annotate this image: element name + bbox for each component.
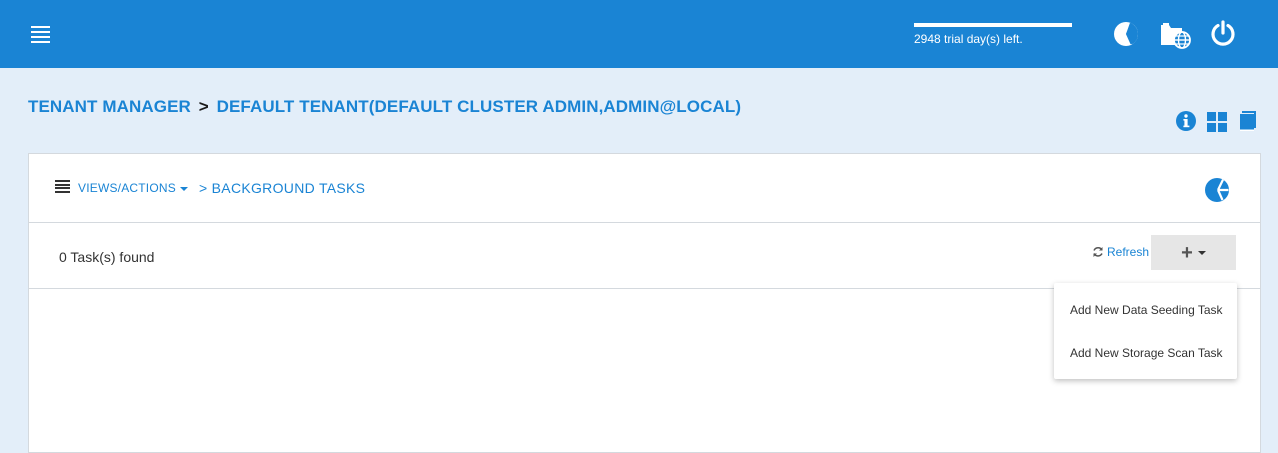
breadcrumb-current-tenant[interactable]: DEFAULT TENANT(DEFAULT CLUSTER ADMIN,ADM… (216, 97, 742, 116)
breadcrumb: TENANT MANAGER > DEFAULT TENANT(DEFAULT … (28, 97, 741, 117)
views-actions-dropdown[interactable]: VIEWS/ACTIONS (78, 181, 188, 195)
chevron-down-icon (179, 186, 188, 191)
add-task-button[interactable]: + (1151, 235, 1236, 270)
trial-days-text: 2948 trial day(s) left. (914, 32, 1023, 46)
list-icon (55, 180, 70, 193)
breadcrumb-separator: > (198, 97, 209, 116)
power-icon[interactable] (1210, 20, 1238, 48)
pie-chart-icon[interactable] (1204, 176, 1232, 204)
plus-icon: + (1181, 241, 1193, 264)
add-task-dropdown-menu: Add New Data Seeding Task Add New Storag… (1054, 283, 1237, 379)
menu-item-add-data-seeding-task[interactable]: Add New Data Seeding Task (1070, 303, 1223, 317)
menu-icon[interactable] (31, 26, 50, 43)
refresh-icon (1093, 247, 1103, 257)
views-actions-label: VIEWS/ACTIONS (78, 181, 176, 195)
chevron-down-icon (1197, 250, 1206, 255)
task-count: 0 Task(s) found (59, 249, 155, 265)
section-title: > BACKGROUND TASKS (199, 180, 366, 196)
grid-icon[interactable] (1206, 109, 1228, 133)
trial-progress-bar (914, 23, 1072, 27)
top-bar: 2948 trial day(s) left. (0, 0, 1278, 68)
menu-item-add-storage-scan-task[interactable]: Add New Storage Scan Task (1070, 346, 1223, 360)
pie-chart-icon[interactable] (1113, 20, 1141, 48)
refresh-label: Refresh (1107, 245, 1150, 259)
refresh-button[interactable]: Refresh (1092, 245, 1149, 259)
book-icon[interactable] (1237, 109, 1259, 133)
breadcrumb-tenant-manager[interactable]: TENANT MANAGER (28, 97, 191, 116)
panel-header: VIEWS/ACTIONS > BACKGROUND TASKS (29, 154, 1260, 223)
info-icon[interactable] (1175, 109, 1197, 133)
folder-globe-icon[interactable] (1160, 20, 1192, 49)
task-toolbar: 0 Task(s) found Refresh + (29, 223, 1260, 289)
